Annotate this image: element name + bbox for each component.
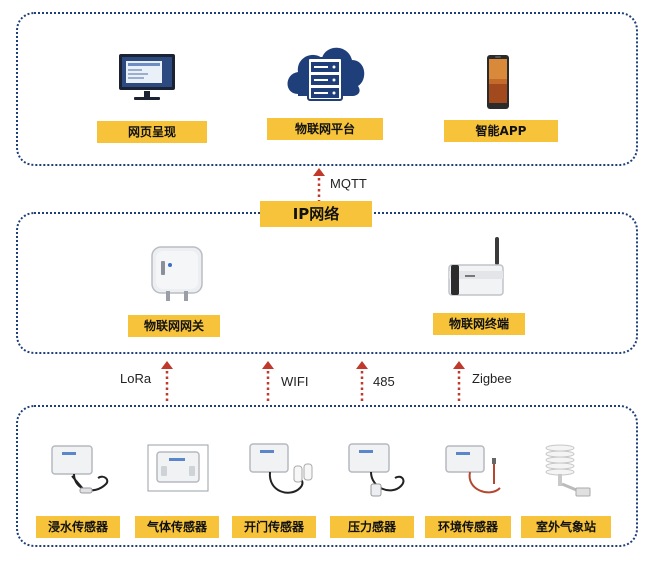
smart-app-label: 智能APP (444, 120, 558, 142)
lora-arrow (161, 361, 173, 401)
sensor-icon (44, 440, 116, 504)
rs485-label: 485 (373, 374, 395, 389)
network-layer-panel (16, 212, 638, 354)
sensor-icon (147, 444, 209, 496)
mqtt-label: MQTT (330, 176, 367, 191)
smartphone-icon (486, 54, 510, 114)
pressure-sensor-label: 压力感器 (330, 516, 414, 538)
iot-platform-label: 物联网平台 (267, 118, 383, 140)
sensor-icon (440, 440, 512, 504)
application-layer-panel (16, 12, 638, 166)
web-display-label: 网页呈现 (97, 121, 207, 143)
rs485-arrow (356, 361, 368, 401)
gas-sensor-label: 气体传感器 (135, 516, 219, 538)
cloud-server-icon (282, 36, 368, 108)
monitor-icon (118, 53, 176, 105)
wifi-arrow (262, 361, 274, 401)
ip-network-label: IP网络 (260, 201, 372, 227)
sensor-layer-panel (16, 405, 638, 547)
sensor-icon (244, 440, 316, 504)
lora-label: LoRa (120, 371, 152, 386)
environment-sensor-label: 环境传感器 (425, 516, 511, 538)
weather-station-icon (538, 440, 594, 504)
sensor-icon (343, 440, 415, 504)
iot-gateway-label: 物联网网关 (128, 315, 220, 337)
terminal-icon (445, 235, 511, 305)
wifi-label: WIFI (281, 374, 309, 389)
door-sensor-label: 开门传感器 (232, 516, 316, 538)
zigbee-arrow (453, 361, 465, 401)
zigbee-label: Zigbee (472, 371, 512, 386)
weather-station-label: 室外气象站 (521, 516, 611, 538)
iot-terminal-label: 物联网终端 (433, 313, 525, 335)
gateway-icon (148, 245, 206, 307)
water-sensor-label: 浸水传感器 (36, 516, 120, 538)
